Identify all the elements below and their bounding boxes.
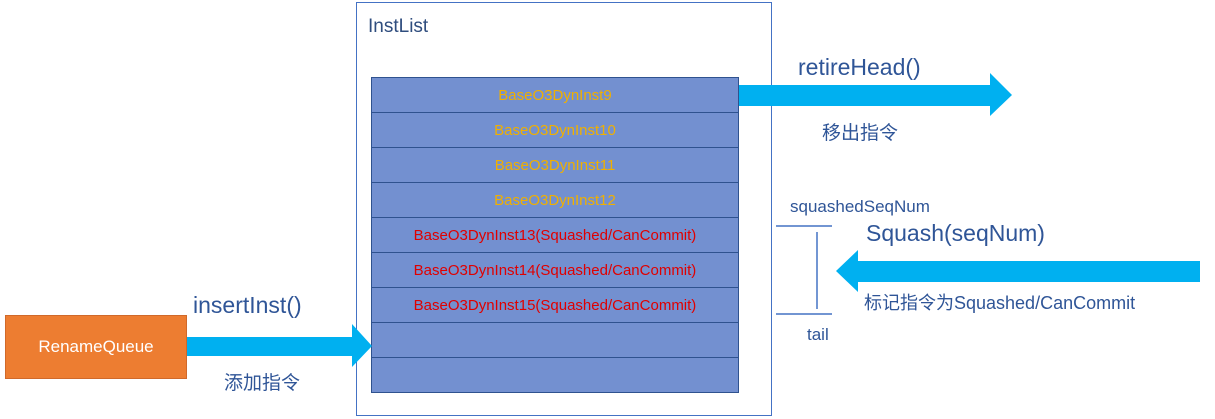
squash-desc-label: 标记指令为Squashed/CanCommit [864,293,1136,313]
retire-desc-label: 移出指令 [822,123,899,144]
inst-label: BaseO3DynInst12 [494,191,616,209]
inst-label: BaseO3DynInst11 [494,156,616,174]
retire-func-label: retireHead() [798,54,921,80]
insert-func-label: insertInst() [193,292,302,318]
rename-queue-box: RenameQueue [5,315,187,379]
instlist-title: InstList [368,16,429,37]
squash-arrow [836,250,1200,292]
inst-list: BaseO3DynInst9 BaseO3DynInst10 BaseO3Dyn… [371,77,739,393]
inst-row-empty [371,357,739,393]
inst-row-squashed: BaseO3DynInst15(Squashed/CanCommit) [371,287,739,323]
inst-row-squashed: BaseO3DynInst14(Squashed/CanCommit) [371,252,739,288]
insert-arrow [187,324,372,367]
inst-label: BaseO3DynInst10 [494,121,616,139]
inst-label: BaseO3DynInst13(Squashed/CanCommit) [413,226,697,244]
inst-label: BaseO3DynInst9 [498,86,612,104]
retire-arrow [739,73,1012,116]
rename-queue-label: RenameQueue [38,337,154,356]
inst-row-squashed: BaseO3DynInst13(Squashed/CanCommit) [371,217,739,253]
insert-desc-label: 添加指令 [224,373,301,394]
inst-label: BaseO3DynInst14(Squashed/CanCommit) [413,261,697,279]
inst-label: BaseO3DynInst15(Squashed/CanCommit) [413,296,697,314]
squashed-seqnum-label: squashedSeqNum [790,197,930,216]
squash-func-label: Squash(seqNum) [866,220,1045,246]
tail-label: tail [807,325,829,344]
inst-row: BaseO3DynInst12 [371,182,739,218]
inst-row: BaseO3DynInst10 [371,112,739,148]
